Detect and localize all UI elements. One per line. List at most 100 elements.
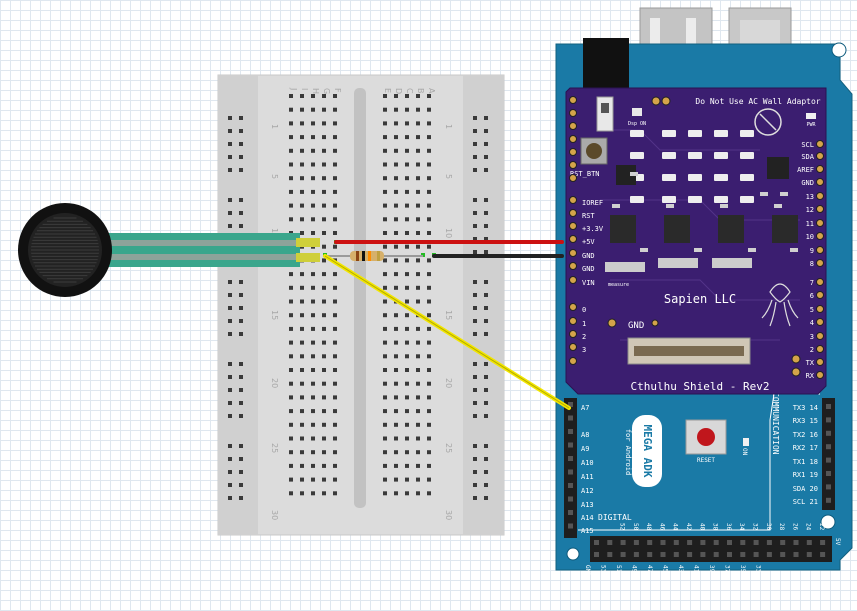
- breadboard-hole: [289, 436, 293, 441]
- reset-button[interactable]: [685, 419, 727, 455]
- row-label-b: B: [416, 88, 425, 94]
- rail-hole: [484, 457, 488, 461]
- rail-hole: [473, 306, 477, 310]
- row-number-20-right: 20: [444, 378, 453, 388]
- breadboard-hole: [383, 422, 387, 427]
- digital-pin-label: 53: [600, 565, 607, 573]
- breadboard-hole: [383, 463, 387, 468]
- breadboard-hole: [300, 162, 304, 167]
- rail-hole: [484, 129, 488, 133]
- breadboard-hole: [333, 285, 337, 290]
- breadboard-hole: [300, 217, 304, 222]
- cthulhu-icon: [761, 283, 799, 327]
- breadboard-hole: [289, 368, 293, 372]
- header-pin: [806, 552, 812, 557]
- digital-label: DIGITAL: [598, 513, 632, 522]
- breadboard-hole: [311, 313, 315, 318]
- breadboard-hole: [300, 313, 304, 318]
- breadboard-hole: [405, 121, 409, 126]
- rail-hole: [484, 293, 488, 297]
- header-pin: [766, 552, 772, 557]
- smd-capacitor: [666, 204, 674, 208]
- shield-pin: [816, 165, 824, 173]
- header-pin: [826, 444, 831, 450]
- rail-hole: [473, 237, 477, 241]
- breadboard-hole: [333, 491, 337, 496]
- breadboard-hole: [416, 203, 420, 208]
- shield-pin: [569, 161, 577, 169]
- breadboard-hole: [416, 189, 420, 194]
- comm-pin-label: SCL 21: [793, 498, 818, 506]
- measure-label: measure: [608, 282, 629, 288]
- breadboard-hole: [405, 313, 409, 318]
- breadboard-hole: [416, 272, 420, 277]
- reset-button-cap[interactable]: [697, 428, 715, 446]
- breadboard-hole: [405, 381, 409, 386]
- breadboard-hole: [311, 285, 315, 290]
- breadboard-hole: [405, 107, 409, 112]
- rail-hole: [239, 116, 243, 120]
- row-number-1-left: 1: [270, 124, 279, 129]
- rail-hole: [473, 362, 477, 366]
- resistor-array: [712, 258, 752, 268]
- breadboard-hole: [427, 491, 431, 496]
- breadboard-hole: [427, 354, 431, 359]
- header-pin: [740, 552, 746, 557]
- power-switch[interactable]: [596, 96, 614, 132]
- breadboard-hole: [311, 299, 315, 304]
- digital-pin-label: 49: [631, 565, 638, 573]
- breadboard-hole: [394, 217, 398, 222]
- header-pin: [793, 540, 799, 545]
- breadboard-hole: [311, 231, 315, 235]
- shield-pin-label: GND: [582, 252, 595, 260]
- shield-pin: [569, 174, 577, 182]
- breadboard-hole: [394, 395, 398, 400]
- shield-pin: [569, 357, 577, 365]
- shield-right-pin-label: 6: [810, 292, 814, 300]
- header-pin: [740, 540, 746, 545]
- comm-pin-label: TX3 14: [793, 404, 818, 412]
- header-pin: [673, 540, 679, 545]
- shield-analog-label: 3: [582, 346, 586, 354]
- breadboard-hole: [322, 107, 326, 112]
- led: [688, 130, 702, 137]
- breadboard-hole: [383, 244, 387, 249]
- breadboard-hole: [322, 326, 326, 331]
- header-pin: [687, 552, 693, 557]
- breadboard-hole: [300, 231, 304, 235]
- digital-pin-label: 37: [724, 565, 731, 573]
- header-pin: [633, 540, 639, 545]
- breadboard-hole: [300, 285, 304, 290]
- rail-hole: [239, 332, 243, 336]
- breadboard-hole: [383, 121, 387, 126]
- shield-pin: [816, 205, 824, 213]
- header-pin: [727, 540, 732, 545]
- shield-pin: [816, 278, 824, 286]
- breadboard-hole: [405, 422, 409, 427]
- shield-pin: [816, 152, 824, 160]
- rail-hole: [484, 306, 488, 310]
- breadboard-hole: [427, 217, 431, 222]
- breadboard-hole: [416, 285, 420, 290]
- shield-right-pin-label: AREF: [797, 166, 814, 174]
- breadboard-hole: [311, 340, 315, 345]
- breadboard-hole: [383, 148, 387, 153]
- breadboard-hole: [311, 450, 315, 455]
- header-pin: [568, 442, 573, 448]
- header-pin: [700, 552, 706, 557]
- breadboard-hole: [416, 135, 420, 140]
- shield-reset-button-cap[interactable]: [586, 143, 602, 159]
- breadboard-hole: [394, 409, 398, 414]
- breadboard-hole: [405, 203, 409, 208]
- breadboard-hole: [300, 272, 304, 277]
- breadboard-hole: [289, 189, 293, 194]
- gnd-test-label: GND: [628, 321, 644, 331]
- rail-hole: [228, 483, 232, 487]
- breadboard-hole: [289, 217, 293, 222]
- breadboard-hole: [405, 477, 409, 482]
- shield-pin: [569, 343, 577, 351]
- breadboard-hole: [300, 422, 304, 427]
- shield-pin-label: RST: [582, 212, 595, 220]
- rail-hole: [239, 401, 243, 405]
- row-number-30-right: 30: [444, 510, 453, 520]
